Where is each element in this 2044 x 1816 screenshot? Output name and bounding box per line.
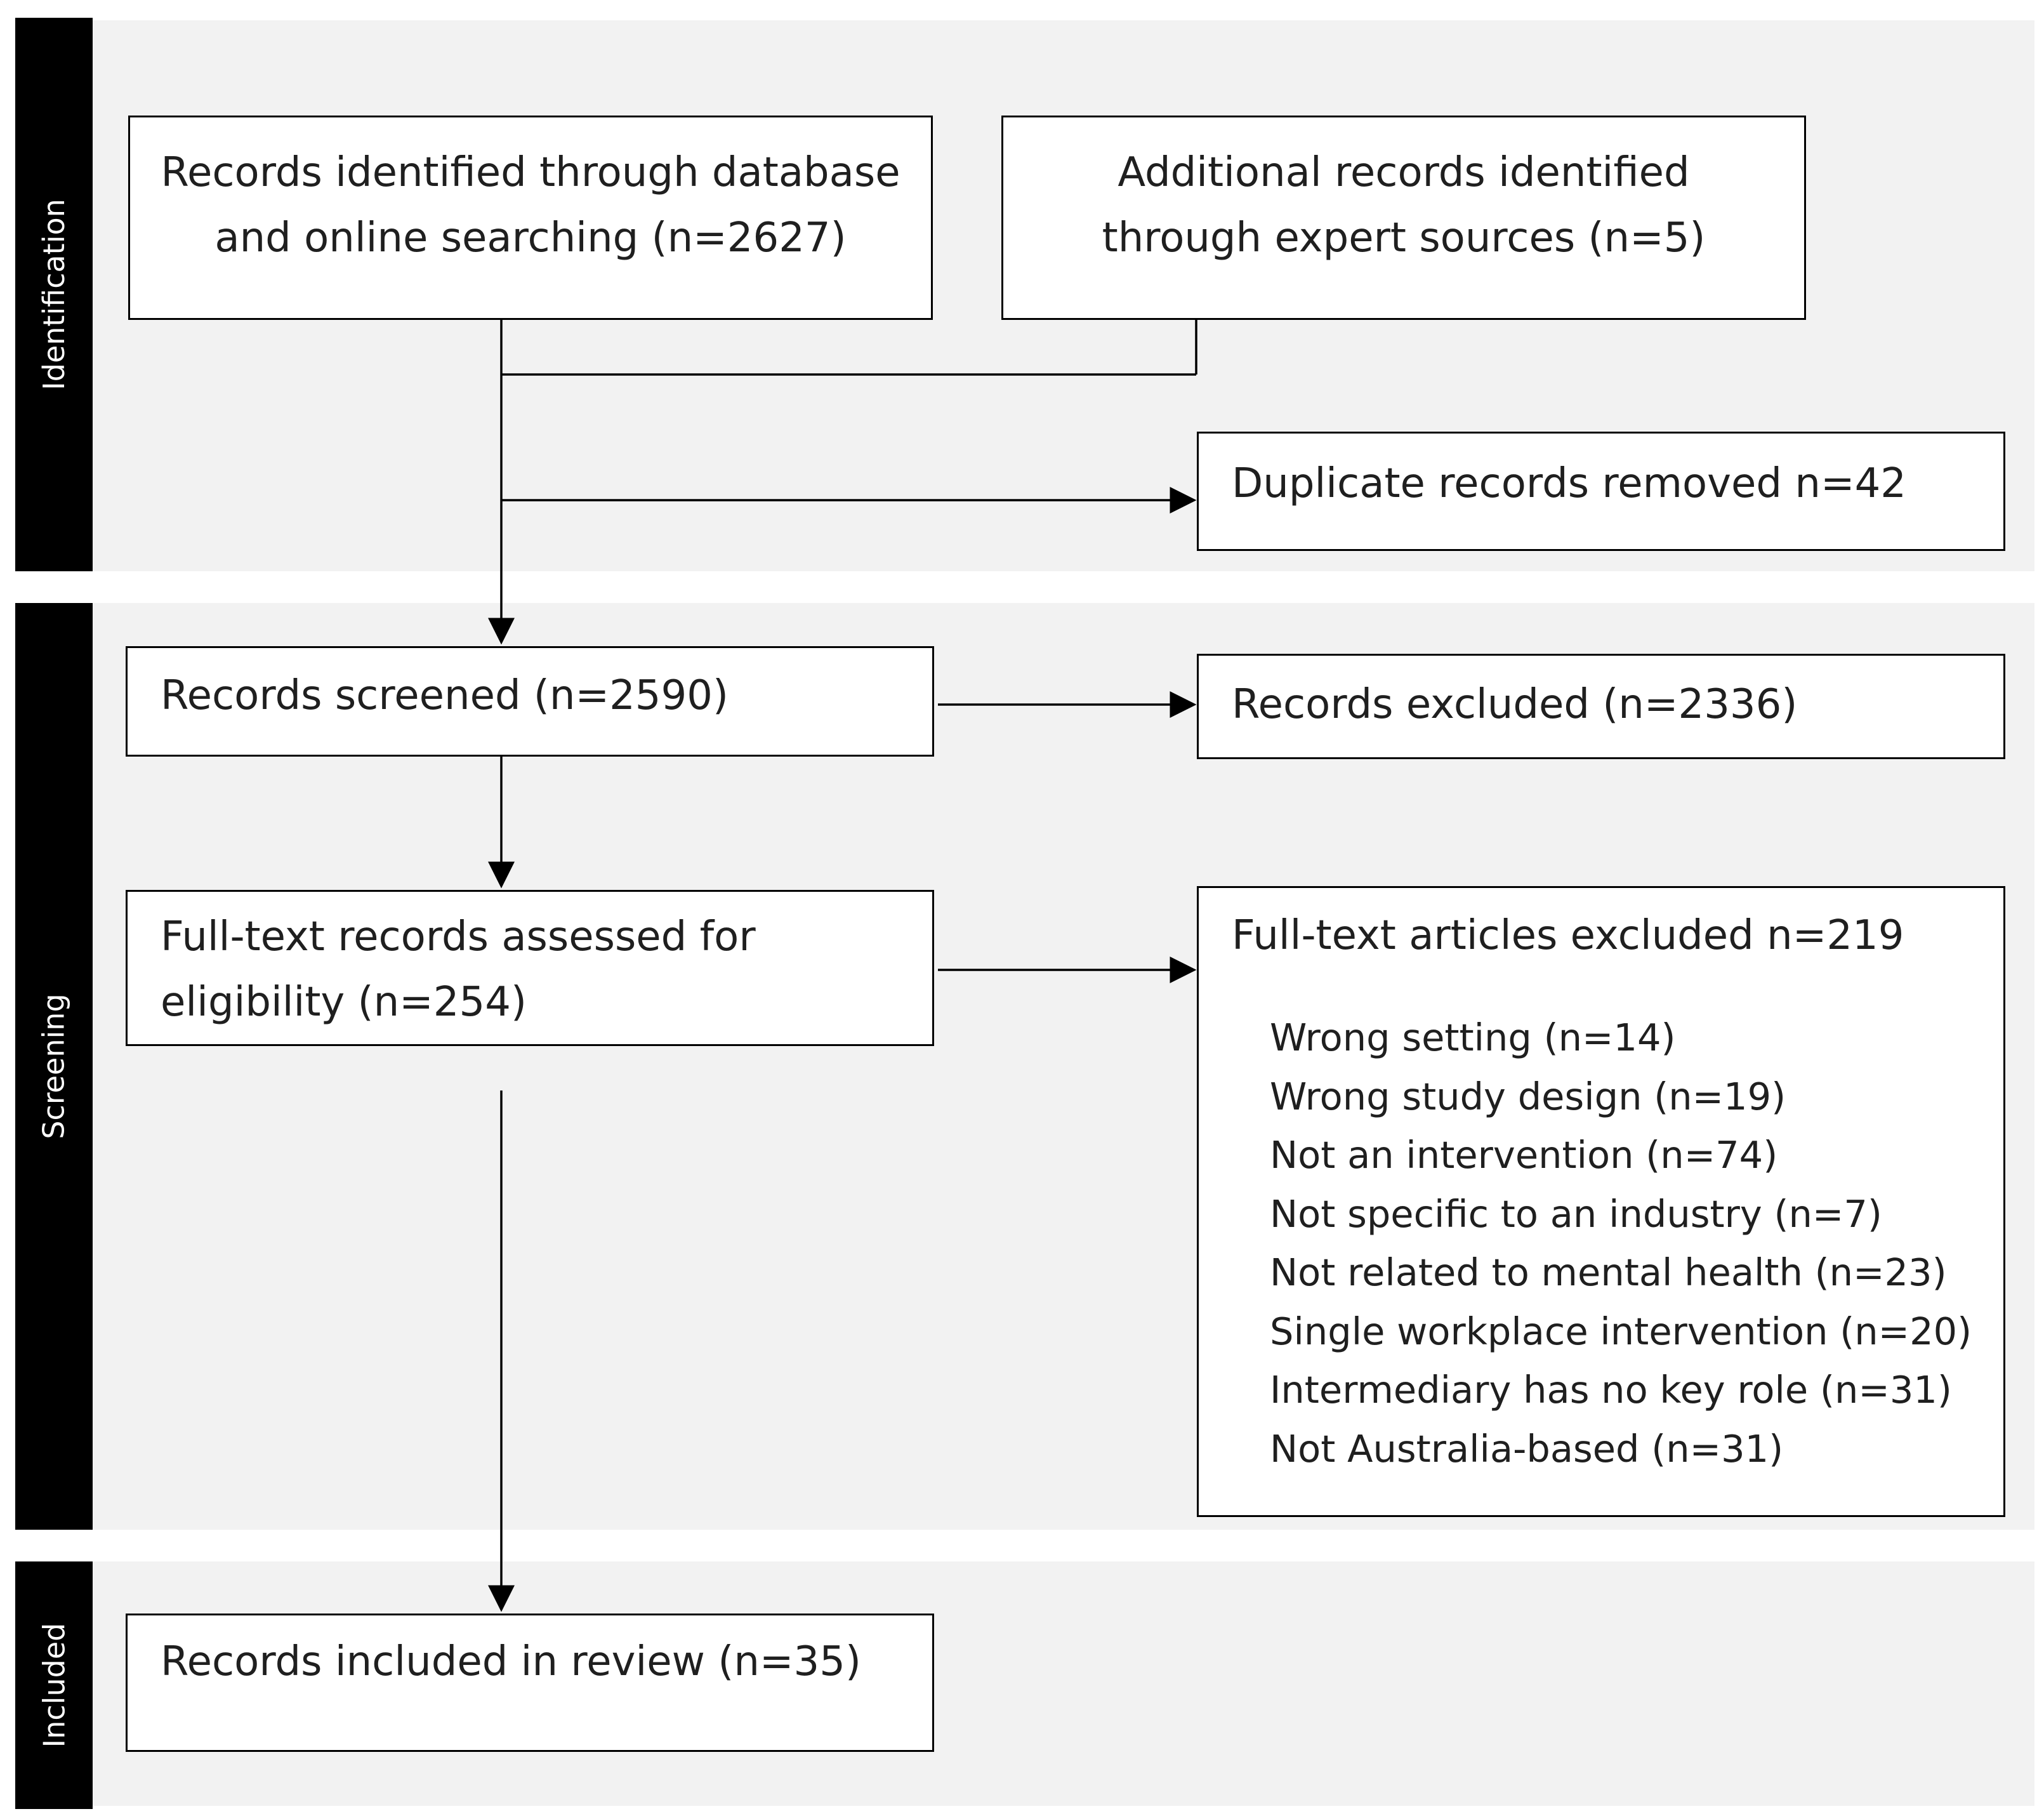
exclusion-reason: Not related to mental health (n=23) [1270, 1250, 1947, 1294]
expert-records-line-1: Additional records identified [1118, 149, 1690, 196]
records-screened-box: Records screened (n=2590) [126, 646, 934, 757]
database-records-line-2: and online searching (n=2627) [214, 215, 847, 262]
exclusion-reason: Single workplace intervention (n=20) [1270, 1309, 1972, 1353]
exclusion-reason: Wrong study design (n=19) [1270, 1074, 1786, 1118]
exclusion-reason: Not Australia-based (n=31) [1270, 1426, 1784, 1471]
duplicates-removed-text: Duplicate records removed n=42 [1232, 460, 1906, 507]
fulltext-assessed-box: Full-text records assessed for eligibili… [126, 890, 934, 1046]
database-records-box: Records identified through database and … [128, 116, 933, 320]
records-included-text: Records included in review (n=35) [161, 1638, 861, 1685]
records-excluded-box: Records excluded (n=2336) [1197, 654, 2005, 759]
expert-records-line-2: through expert sources (n=5) [1102, 215, 1706, 262]
records-screened-text: Records screened (n=2590) [161, 672, 729, 719]
records-excluded-text: Records excluded (n=2336) [1232, 681, 1798, 728]
fulltext-excluded-title: Full-text articles excluded n=219 [1232, 912, 1904, 959]
exclusion-reason: Not specific to an industry (n=7) [1270, 1191, 1882, 1236]
database-records-line-1: Records identified through database [161, 149, 900, 196]
fulltext-excluded-box: Full-text articles excluded n=219 Wrong … [1197, 886, 2005, 1517]
duplicates-removed-box: Duplicate records removed n=42 [1197, 432, 2005, 551]
fulltext-assessed-line-1: Full-text records assessed for [161, 913, 756, 960]
records-included-box: Records included in review (n=35) [126, 1614, 934, 1752]
fulltext-assessed-line-2: eligibility (n=254) [161, 979, 527, 1026]
identification-phase-label: Identification [15, 18, 93, 571]
exclusion-reason: Wrong setting (n=14) [1270, 1016, 1676, 1059]
exclusion-reason: Not an intervention (n=74) [1270, 1133, 1778, 1177]
exclusion-reasons-list: Wrong setting (n=14) Wrong study design … [1270, 1009, 1972, 1478]
included-phase-label: Included [15, 1561, 93, 1809]
exclusion-reason: Intermediary has no key role (n=31) [1270, 1368, 1952, 1412]
expert-records-box: Additional records identified through ex… [1001, 116, 1806, 320]
screening-phase-label: Screening [15, 603, 93, 1530]
